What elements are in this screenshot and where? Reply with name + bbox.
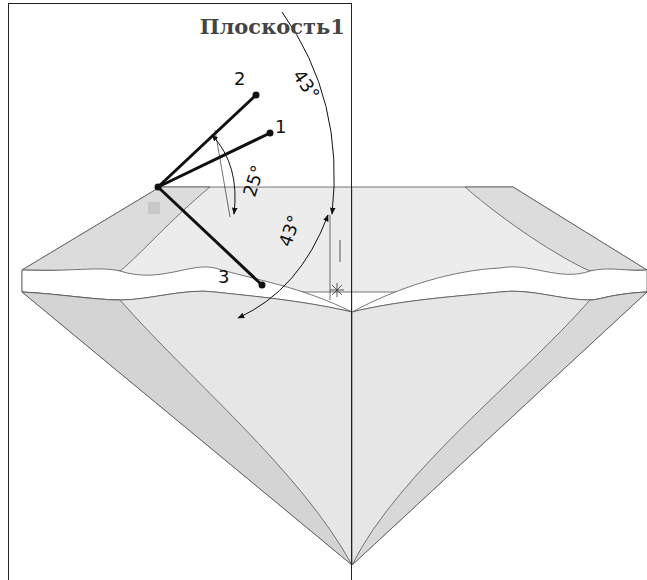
callout-number: 3 [218, 268, 229, 286]
plane-name: Плоскость1 [9, 4, 351, 37]
crown-facet [465, 187, 647, 271]
vertex-icon [148, 202, 160, 214]
pavilion [22, 291, 647, 565]
callout-number: 1 [275, 118, 286, 136]
crown-facet [22, 187, 210, 271]
angle-dimension: 43° [289, 67, 322, 103]
pavilion-facet [22, 292, 352, 565]
dimension-arcs [212, 12, 334, 318]
callout-number: 2 [234, 70, 245, 88]
origin-mark [330, 240, 344, 297]
sketch-points [155, 92, 274, 289]
sketch-lines [158, 95, 270, 285]
pavilion-facet [352, 292, 647, 565]
